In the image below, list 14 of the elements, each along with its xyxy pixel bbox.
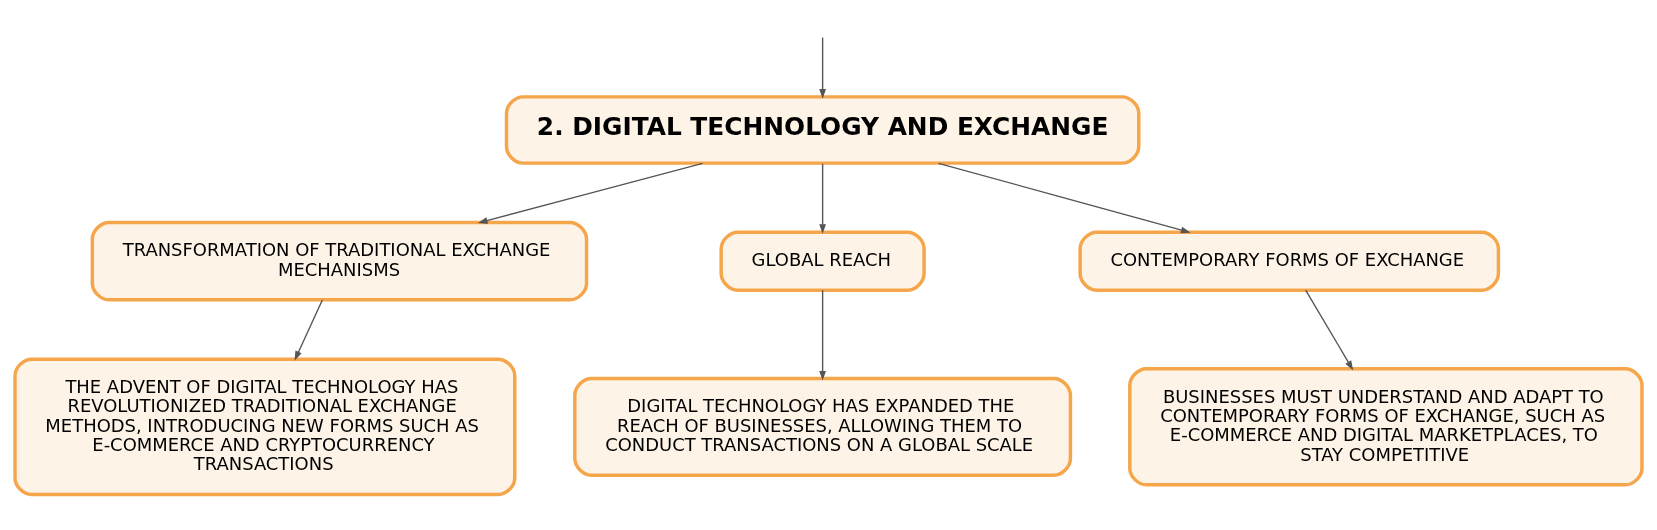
arrow bbox=[819, 36, 827, 99]
node-box: GLOBAL REACH bbox=[719, 229, 926, 292]
arrow bbox=[294, 298, 324, 361]
node-box: 2. DIGITAL TECHNOLOGY AND EXCHANGE bbox=[504, 94, 1141, 165]
arrow bbox=[477, 162, 704, 224]
arrow bbox=[937, 162, 1191, 233]
node-box: DIGITAL TECHNOLOGY HAS EXPANDED THE REACH OF BUSINESSES, ALLOWING THEM TO CONDUCT TRANSACTIONS ON A GLOBAL SCALE bbox=[573, 376, 1073, 477]
arrow bbox=[819, 289, 827, 381]
arrow bbox=[819, 162, 827, 234]
node-box: TRANSFORMATION OF TRADITIONAL EXCHANGE MECHANISMS bbox=[90, 220, 589, 302]
arrow bbox=[1304, 289, 1354, 370]
node-box: CONTEMPORARY FORMS OF EXCHANGE bbox=[1078, 229, 1501, 292]
node-box: BUSINESSES MUST UNDERSTAND AND ADAPT TO CONTEMPORARY FORMS OF EXCHANGE, SUCH AS E-COMMERCE AND DIGITAL MARKETPLACES, TO STAY COMPETITIVE bbox=[1128, 366, 1644, 487]
node-box: THE ADVENT OF DIGITAL TECHNOLOGY HAS REVOLUTIONIZED TRADITIONAL EXCHANGE METHODS, INTRODUCING NEW FORMS SUCH AS E-COMMERCE AND CRYPTOCURRENCY TRANSACTIONS bbox=[13, 356, 517, 496]
